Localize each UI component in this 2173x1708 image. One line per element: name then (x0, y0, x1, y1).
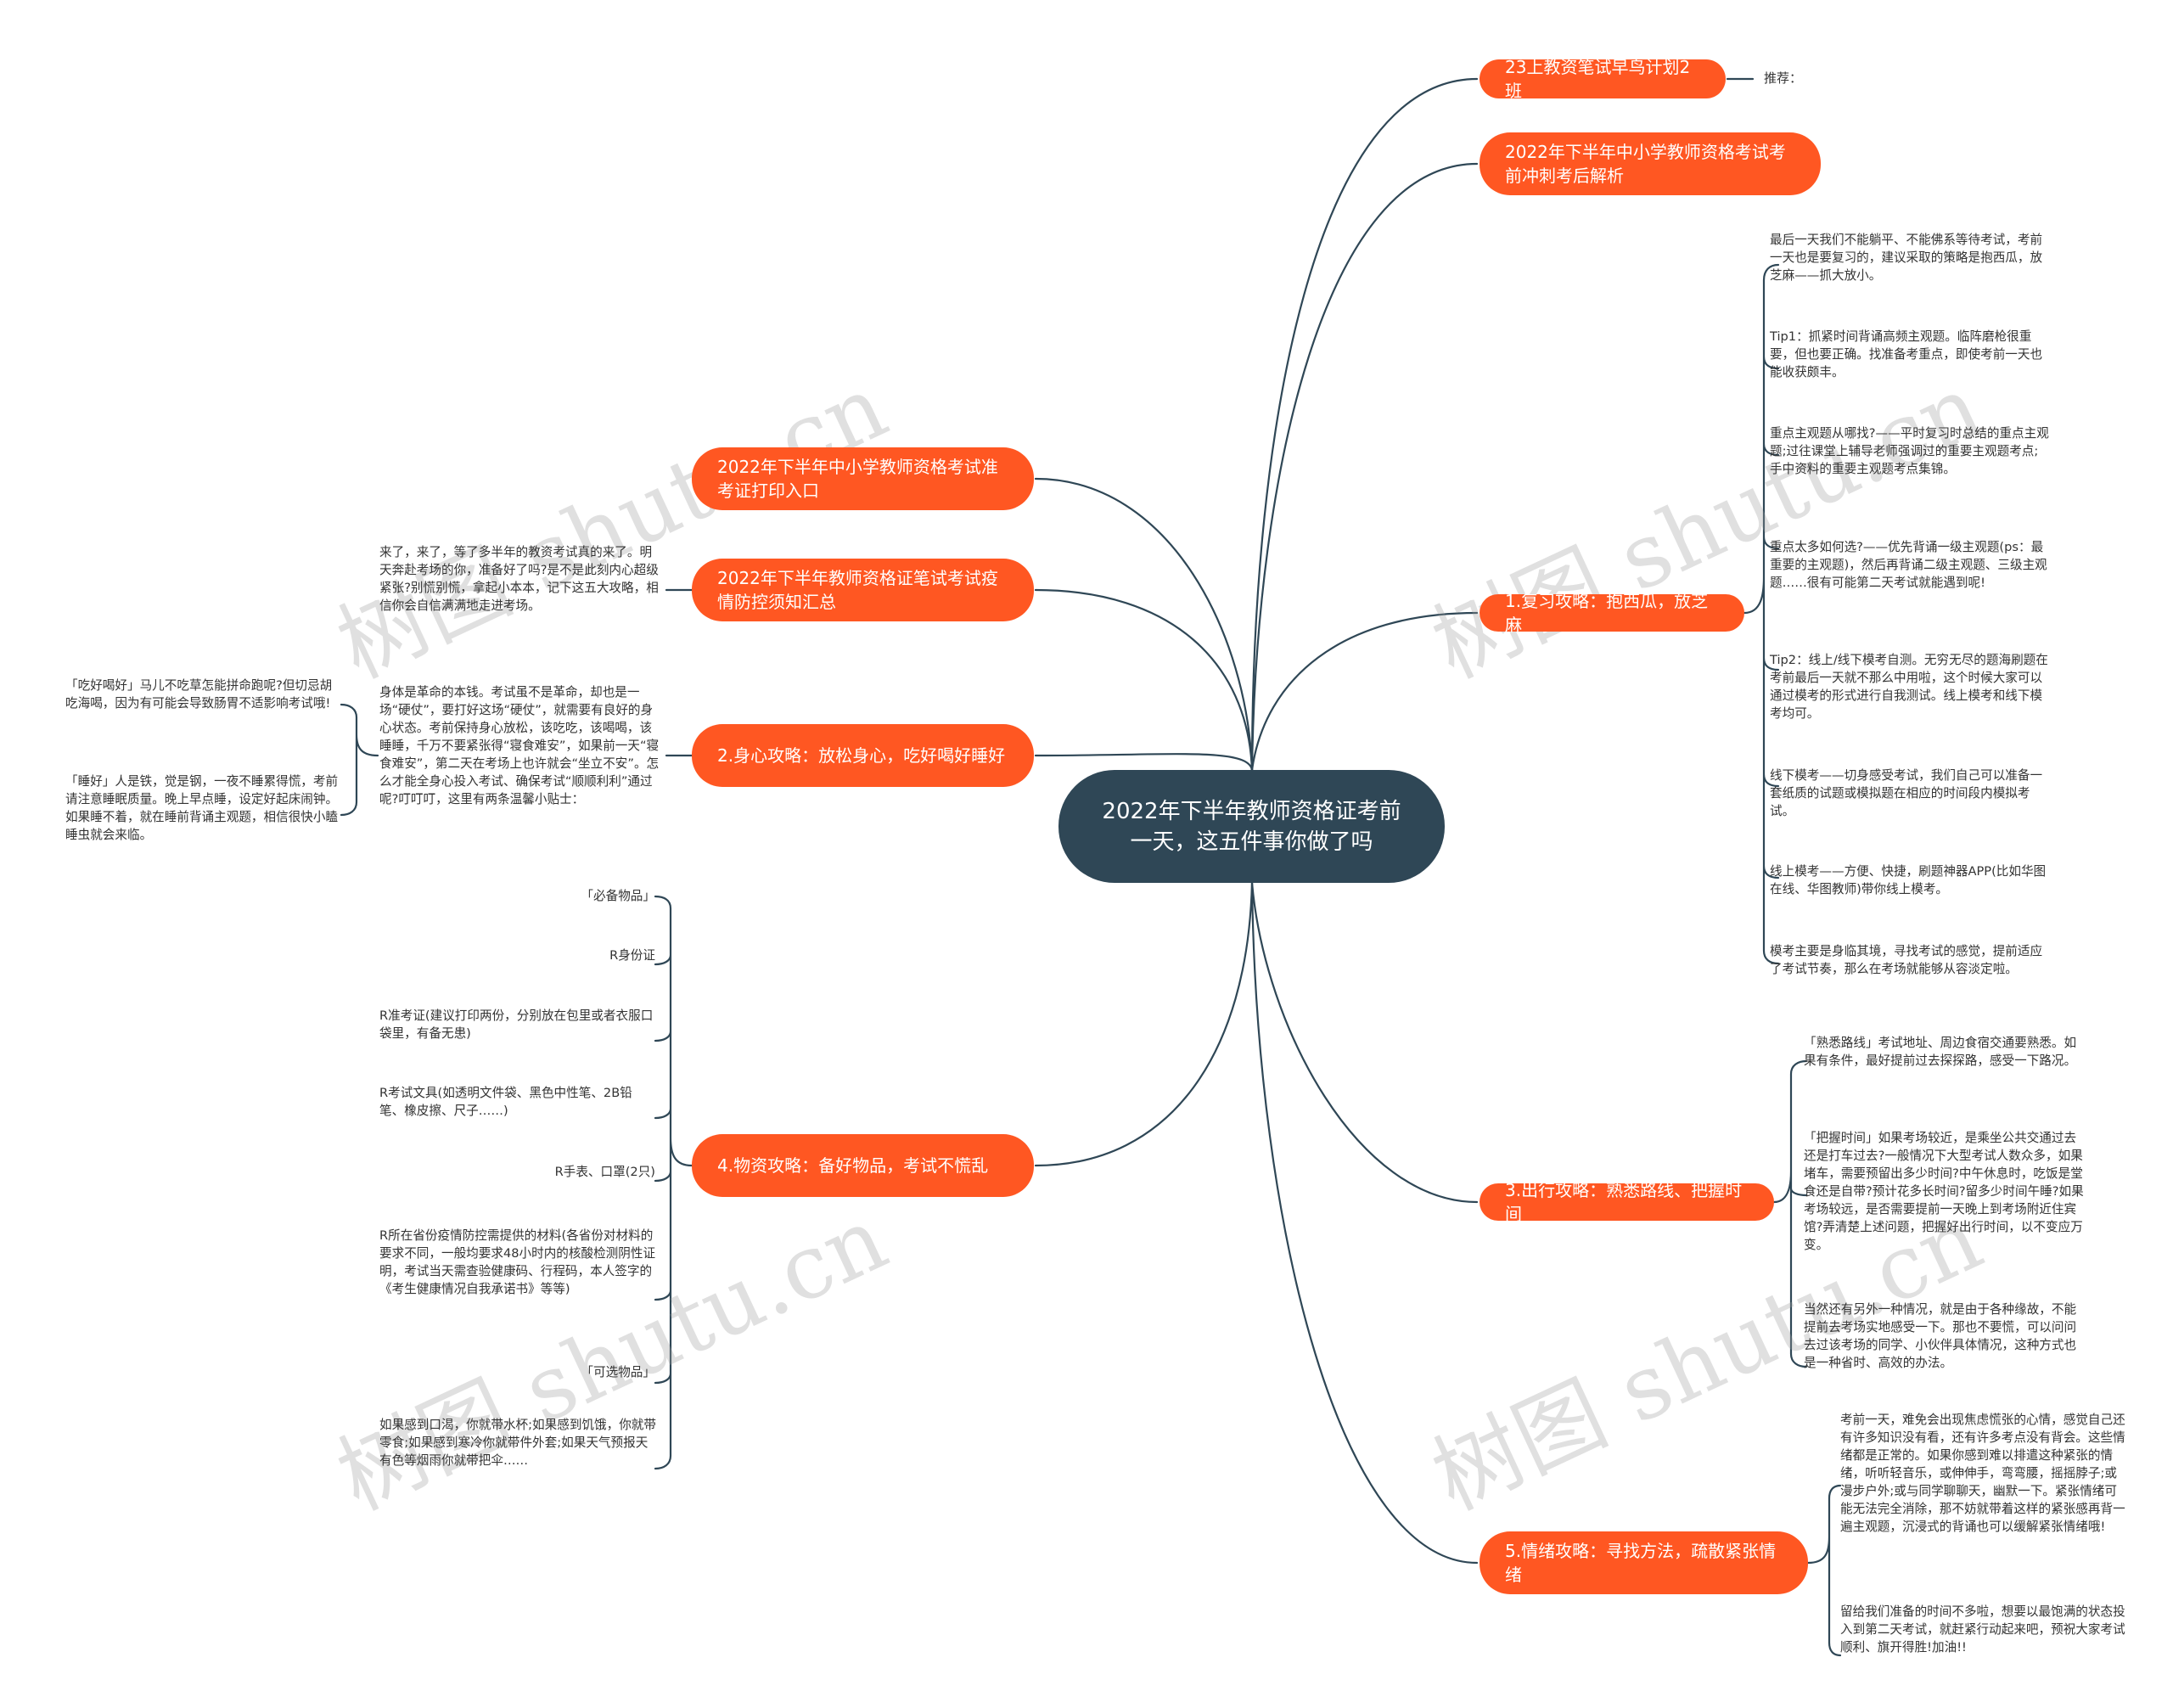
topic-early-bird-plan-label: 23上教资笔试早鸟计划2班 (1505, 57, 1691, 101)
link-center-zkz (1034, 477, 1254, 772)
chuxing-leaf-route: 「熟悉路线」考试地址、周边食宿交通要熟悉。如果有条件，最好提前过去探探路，感受一… (1804, 1036, 2077, 1068)
bracket-wuzi (654, 895, 693, 1470)
link-center-t23 (1250, 77, 1479, 772)
topic-travel-strategy[interactable]: 3.出行攻略：熟悉路线、把握时间 (1480, 1180, 1774, 1224)
central-topic[interactable]: 2022年下半年教师资格证考前一天，这五件事你做了吗 (1058, 770, 1445, 883)
chuxing-leaf-other: 当然还有另外一种情况，就是由于各种缘故，不能提前去考场实地感受一下。那也不要慌，… (1804, 1302, 2077, 1370)
fuxi-leaf-5: Tip2：线上/线下模考自测。无穷无尽的题海刷题在考前最后一天就不那么中用啦，这… (1770, 653, 2048, 721)
wuzi-leaf-optional-detail: 如果感到口渴，你就带水杯;如果感到饥饿，你就带零食;如果感到寒冷你就带件外套;如… (379, 1418, 656, 1468)
topic-early-bird-plan[interactable]: 23上教资笔试早鸟计划2班 (1480, 57, 1726, 101)
leaf-eat-well: 「吃好喝好」马儿不吃草怎能拼命跑呢?但切忌胡吃海喝，因为有可能会导致肠胃不适影响… (65, 678, 333, 711)
topic-supplies-strategy-label: 4.物资攻略：备好物品，考试不慌乱 (717, 1155, 989, 1176)
topic-exam-analysis-label: 2022年下半年中小学教师资格考试考前冲刺考后解析 (1505, 142, 1786, 186)
link-center-shenxin (1034, 753, 1254, 772)
leaf-body-mind-intro: 身体是革命的本钱。考试虽不是革命，却也是一场“硬仗”，要打好这场“硬仗”，就需要… (379, 685, 660, 806)
leaf-recommend: 推荐： (1764, 70, 1803, 86)
link-center-fuxi (1250, 611, 1479, 772)
topic-body-mind-strategy[interactable]: 2.身心攻略：放松身心，吃好喝好睡好 (692, 724, 1034, 787)
topic-admission-ticket[interactable]: 2022年下半年中小学教师资格考试准考证打印入口 (692, 447, 1034, 510)
topic-epidemic-notice-label: 2022年下半年教师资格证笔试考试疫情防控须知汇总 (717, 568, 998, 612)
wuzi-leaf-admission: R准考证(建议打印两份，分别放在包里或者衣服口袋里，有备无患) (379, 1009, 654, 1041)
fuxi-leaf-2: Tip1：抓紧时间背诵高频主观题。临阵磨枪很重要，但也要正确。找准备考重点，即使… (1770, 329, 2043, 379)
fuxi-leaf-4: 重点太多如何选?——优先背诵一级主观题(ps：最重要的主观题)，然后再背诵二级主… (1770, 540, 2047, 590)
topic-body-mind-strategy-label: 2.身心攻略：放松身心，吃好喝好睡好 (717, 745, 1006, 766)
topic-travel-strategy-label: 3.出行攻略：熟悉路线、把握时间 (1505, 1180, 1743, 1224)
leaf-epidemic-intro: 来了，来了，等了多半年的教资考试真的来了。明天奔赴考场的你，准备好了吗?是不是此… (379, 545, 659, 613)
fuxi-leaf-7: 线上模考——方便、快捷，刷题神器APP(比如华图在线、华图教师)带你线上模考。 (1770, 864, 2047, 896)
topic-epidemic-notice[interactable]: 2022年下半年教师资格证笔试考试疫情防控须知汇总 (692, 559, 1034, 621)
fuxi-leaf-1: 最后一天我们不能躺平、不能佛系等待考试，考前一天也是要复习的，建议采取的策略是抱… (1770, 233, 2043, 283)
bracket-fuxi (1743, 263, 1780, 965)
topic-review-strategy-label: 1.复习攻略：抱西瓜，放芝麻 (1505, 591, 1709, 635)
qingxu-leaf-1: 考前一天，难免会出现焦虑慌张的心情，感觉自己还有许多知识没有看，还有许多考点没有… (1840, 1413, 2125, 1534)
link-center-chuxing (1250, 881, 1479, 1204)
central-topic-text: 2022年下半年教师资格证考前一天，这五件事你做了吗 (1102, 798, 1401, 855)
link-center-yiqing (1034, 588, 1254, 772)
wuzi-leaf-stationery: R考试文具(如透明文件袋、黑色中性笔、2B铅笔、橡皮擦、尺子……) (379, 1086, 632, 1118)
topic-exam-analysis[interactable]: 2022年下半年中小学教师资格考试考前冲刺考后解析 (1480, 132, 1821, 195)
chuxing-leaf-time: 「把握时间」如果考场较近，是乘坐公共交通过去还是打车过去?一般情况下大型考试人数… (1804, 1131, 2084, 1252)
wuzi-leaf-watch-mask: R手表、口罩(2只) (554, 1165, 655, 1179)
topic-admission-ticket-label: 2022年下半年中小学教师资格考试准考证打印入口 (717, 457, 998, 501)
fuxi-leaf-8: 模考主要是身临其境，寻找考试的感觉，提前适应了考试节奏，那么在考场就能够从容淡定… (1770, 944, 2043, 976)
link-center-wuzi (1034, 881, 1254, 1167)
link-center-qingxu (1250, 881, 1479, 1565)
leaf-sleep-well: 「睡好」人是铁，觉是钢，一夜不睡累得慌，考前请注意睡眠质量。晚上早点睡，设定好起… (65, 774, 339, 842)
wuzi-leaf-optional: 「可选物品」 (581, 1365, 655, 1379)
topic-review-strategy[interactable]: 1.复习攻略：抱西瓜，放芝麻 (1480, 591, 1744, 635)
fuxi-leaf-6: 线下模考——切身感受考试，我们自己可以准备一套纸质的试题或模拟题在相应的时间段内… (1770, 768, 2043, 818)
bracket-qingxu (1806, 1484, 1842, 1657)
bracket-shenxin (340, 703, 379, 817)
wuzi-leaf-epidemic-docs: R所在省份疫情防控需提供的材料(各省份对材料的要求不同，一般均要求48小时内的核… (379, 1228, 656, 1296)
link-center-jiexi (1250, 162, 1479, 772)
bracket-chuxing (1772, 1059, 1808, 1368)
topic-emotion-strategy[interactable]: 5.情绪攻略：寻找方法，疏散紧张情绪 (1480, 1531, 1808, 1594)
fuxi-leaf-3: 重点主观题从哪找?——平时复习时总结的重点主观题;过往课堂上辅导老师强调过的重要… (1770, 426, 2049, 476)
wuzi-leaf-id-card: R身份证 (609, 948, 655, 963)
qingxu-leaf-2: 留给我们准备的时间不多啦，想要以最饱满的状态投入到第二天考试，就赶紧行动起来吧，… (1840, 1604, 2125, 1655)
topic-emotion-strategy-label: 5.情绪攻略：寻找方法，疏散紧张情绪 (1505, 1541, 1777, 1585)
topic-supplies-strategy[interactable]: 4.物资攻略：备好物品，考试不慌乱 (692, 1134, 1034, 1197)
wuzi-leaf-required: 「必备物品」 (581, 889, 655, 903)
